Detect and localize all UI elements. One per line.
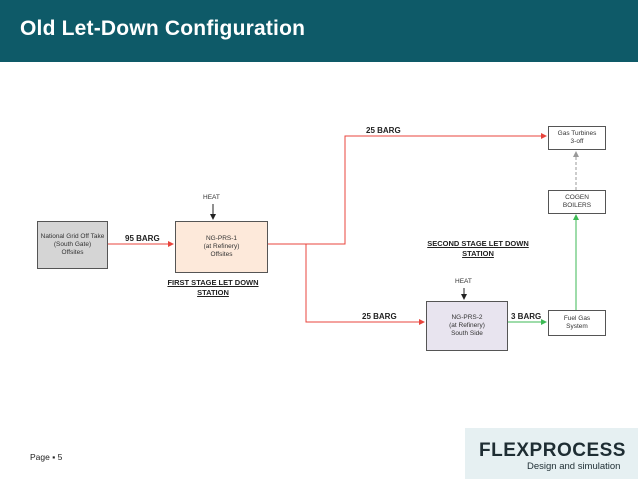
node-ngprs1-line2: (at Refinery) (203, 243, 240, 250)
label-heat-1: HEAT (203, 194, 220, 201)
label-second-stage-line2: STATION (462, 249, 494, 258)
node-fuel-gas: Fuel Gas System (548, 310, 606, 336)
node-ngprs1: NG-PRS-1 (at Refinery) Offsites (175, 221, 268, 273)
label-heat-2: HEAT (455, 278, 472, 285)
slide-header: Old Let-Down Configuration (0, 0, 638, 62)
flexprocess-logo: FLEXPROCESS (479, 440, 626, 461)
node-national-grid-line1: National Grid Off Take (40, 233, 105, 240)
label-95-barg: 95 BARG (125, 234, 160, 243)
node-gas-turbines-line1: Gas Turbines (557, 130, 597, 137)
node-gas-turbines-line2: 3-off (570, 138, 584, 145)
label-3-barg: 3 BARG (511, 312, 542, 321)
node-gas-turbines: Gas Turbines 3-off (548, 126, 606, 150)
label-second-stage: SECOND STAGE LET DOWN STATION (420, 239, 536, 259)
node-ngprs2: NG-PRS-2 (at Refinery) South Side (426, 301, 508, 351)
node-cogen: COGEN BOILERS (548, 190, 606, 214)
node-ngprs2-line1: NG-PRS-2 (451, 314, 483, 321)
label-first-stage-line2: STATION (197, 288, 229, 297)
node-ngprs1-line1: NG-PRS-1 (205, 235, 238, 242)
node-ngprs2-line3: South Side (451, 330, 483, 337)
label-second-stage-line1: SECOND STAGE LET DOWN (427, 239, 529, 248)
label-first-stage-line1: FIRST STAGE LET DOWN (167, 278, 259, 287)
node-national-grid-line3: Offsites (61, 249, 84, 256)
node-ngprs2-line2: (at Refinery) (449, 322, 485, 329)
line-25-barg-to-turbines (268, 133, 547, 245)
line-25-barg-to-prs2 (268, 243, 425, 325)
logo-tagline: Design and simulation (527, 461, 621, 472)
node-ngprs1-line3: Offsites (210, 251, 233, 258)
label-first-stage: FIRST STAGE LET DOWN STATION (163, 278, 263, 298)
node-cogen-line2: BOILERS (562, 202, 592, 209)
page-number: Page ▪ 5 (30, 452, 63, 462)
logo-panel: FLEXPROCESS Design and simulation (465, 428, 638, 479)
node-national-grid: National Grid Off Take (South Gate) Offs… (37, 221, 108, 269)
page-title: Old Let-Down Configuration (20, 17, 306, 40)
label-25-barg-low: 25 BARG (362, 312, 397, 321)
node-fuel-gas-line1: Fuel Gas (563, 315, 591, 322)
node-fuel-gas-line2: System (566, 323, 588, 330)
node-cogen-line1: COGEN (565, 194, 589, 201)
node-national-grid-line2: (South Gate) (53, 241, 92, 248)
label-25-barg-top: 25 BARG (366, 126, 401, 135)
